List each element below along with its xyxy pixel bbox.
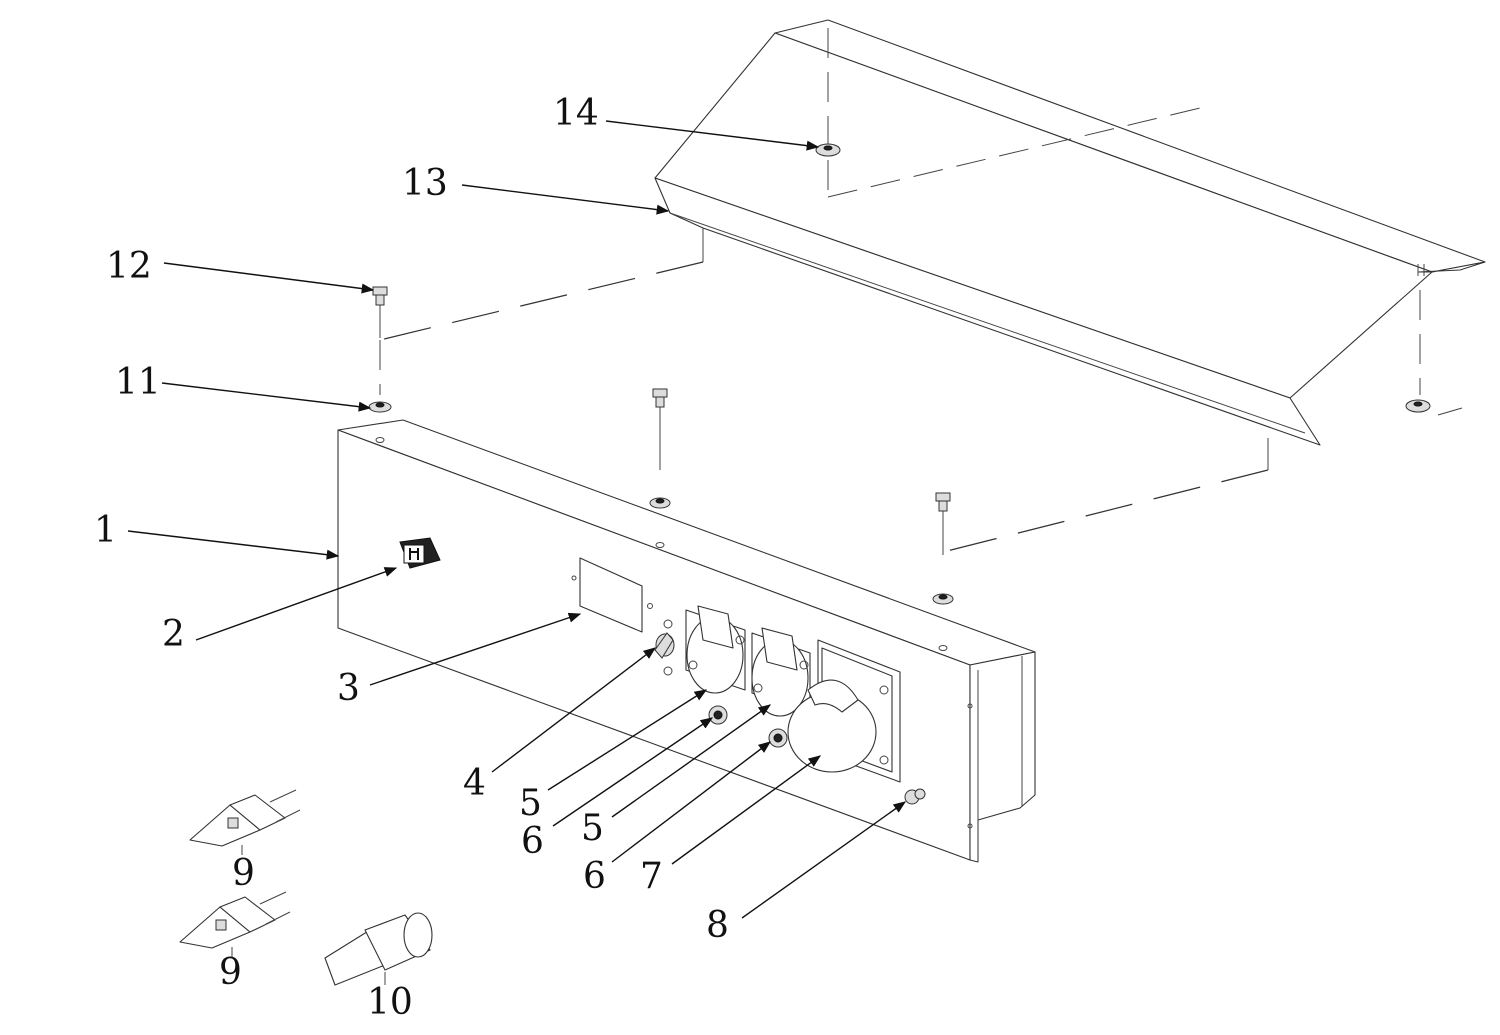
flange-nut-right-box	[932, 593, 954, 605]
flange-nut-left	[368, 401, 392, 413]
callout-5-right: 5	[581, 808, 604, 849]
callout-5-left: 5	[519, 783, 542, 824]
fuse-holder-right	[768, 728, 788, 748]
callout-6-left: 6	[521, 821, 544, 862]
callout-labels: 1 2 3 4 5 6 5 6 7 8 9 9 10 11 12 13 14	[94, 93, 729, 1023]
screw-left	[372, 286, 388, 338]
callout-12: 12	[106, 246, 152, 287]
ground-terminal	[904, 788, 926, 805]
callout-4: 4	[463, 763, 486, 804]
leader-lines	[127, 120, 907, 919]
flange-nut-cover-right	[1405, 399, 1431, 413]
callout-10: 10	[367, 982, 413, 1023]
callout-8: 8	[706, 905, 729, 946]
flange-nut-cover-top	[815, 143, 841, 157]
callout-1: 1	[94, 510, 117, 551]
industrial-plug	[324, 912, 433, 986]
circuit-breaker-toggle	[654, 619, 675, 676]
industrial-socket	[787, 639, 901, 783]
screw-middle	[652, 388, 668, 465]
schuko-socket-right	[751, 627, 811, 717]
callout-9-upper: 9	[232, 853, 255, 894]
callout-11: 11	[115, 362, 161, 403]
schuko-plug-upper	[189, 789, 301, 855]
rocker-switch	[399, 537, 441, 569]
callout-9-lower: 9	[219, 952, 242, 993]
schuko-plug-lower	[179, 891, 291, 957]
callout-14: 14	[553, 93, 599, 134]
flange-nut-middle	[649, 497, 671, 509]
callout-3: 3	[337, 668, 360, 709]
fuse-holder-left	[708, 705, 728, 725]
callout-6-right: 6	[583, 856, 606, 897]
callout-7: 7	[640, 856, 663, 897]
callout-13: 13	[402, 163, 448, 204]
callout-2: 2	[162, 614, 185, 655]
top-cover	[654, 19, 1486, 470]
schuko-socket-left	[685, 605, 746, 694]
screw-right	[935, 492, 951, 555]
name-plate	[571, 557, 653, 633]
